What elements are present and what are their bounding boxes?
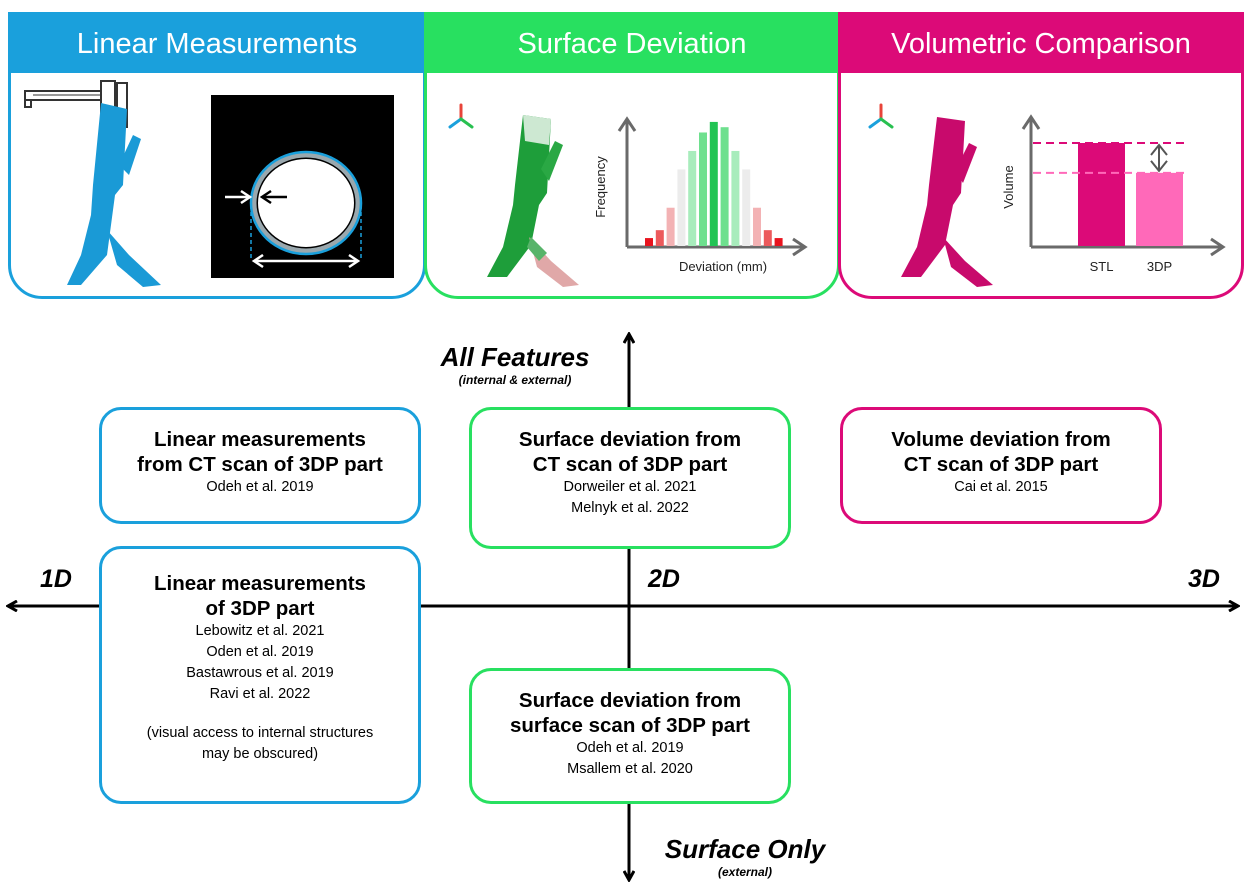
histogram-bar (774, 238, 783, 246)
linear-illustration (24, 80, 394, 287)
citation: Lebowitz et al. 2021 (195, 623, 325, 639)
histogram-bar (699, 132, 707, 246)
volume-bar-stl (1078, 143, 1125, 246)
axis-label-2d: 2D (648, 565, 680, 593)
panel-volumetric-comparison: Volumetric Comparison STL 3DP Volume (838, 12, 1244, 299)
histogram-bar (677, 169, 686, 246)
vessel-model-blue (67, 103, 161, 287)
histogram-bar (645, 238, 653, 246)
citation: Melnyk et al. 2022 (571, 500, 689, 516)
xyz-axes-icon (868, 103, 894, 129)
citation: Odeh et al. 2019 (206, 479, 314, 495)
axis-label-all-features: All Features (internal & external) (440, 342, 590, 387)
panel-surface-deviation: Surface Deviation Frequency Deviation (m… (424, 12, 840, 299)
box-linear-ct: Linear measurements from CT scan of 3DP … (99, 407, 421, 524)
box-surface-scan: Surface deviation from surface scan of 3… (469, 668, 791, 804)
histogram-bar (666, 207, 675, 246)
citation: Bastawrous et al. 2019 (186, 665, 334, 681)
histogram-bar (742, 169, 751, 246)
box-surface-ct: Surface deviation from CT scan of 3DP pa… (469, 407, 791, 549)
vessel-model-magenta (901, 117, 993, 287)
note-line: may be obscured) (201, 746, 319, 762)
histogram-bar (688, 150, 697, 246)
axis-label-surface-only: Surface Only (external) (664, 834, 826, 879)
panel-title: Surface Deviation (427, 15, 837, 73)
volume-difference-arrow (1150, 143, 1168, 173)
panel-title: Volumetric Comparison (841, 15, 1241, 73)
volume-bar-label: 3DP (1147, 259, 1172, 274)
histogram-bar (709, 121, 718, 246)
histogram-bar (655, 230, 664, 246)
panel-linear-measurements: Linear Measurements (8, 12, 426, 299)
volume-bar-label: STL (1090, 259, 1114, 274)
volume-ylabel: Volume (1001, 165, 1016, 208)
panel-title: Linear Measurements (11, 15, 423, 73)
histogram-xlabel: Deviation (mm) (679, 259, 767, 274)
histogram-axes (617, 116, 808, 257)
note-line: (visual access to internal structures (146, 725, 374, 741)
volume-bars: STL 3DP (1033, 142, 1187, 274)
citation: Msallem et al. 2020 (567, 761, 693, 777)
volume-illustration: STL 3DP Volume (868, 103, 1226, 287)
volume-chart-axes (1021, 114, 1226, 257)
histogram-bar (763, 230, 772, 246)
vessel-model-green (487, 115, 579, 287)
citation: Oden et al. 2019 (206, 644, 314, 660)
surface-illustration: Frequency Deviation (mm) (448, 103, 808, 287)
axis-label-3d: 3D (1188, 565, 1220, 593)
histogram-bar (720, 127, 729, 246)
citation: Cai et al. 2015 (954, 479, 1048, 495)
citation: Odeh et al. 2019 (576, 740, 684, 756)
histogram-bar (753, 207, 761, 246)
box-volume-ct: Volume deviation from CT scan of 3DP par… (840, 407, 1162, 524)
volume-bar-3dp (1136, 172, 1183, 246)
citation: Dorweiler et al. 2021 (563, 479, 697, 495)
histogram-bars (645, 121, 783, 246)
axis-label-1d: 1D (40, 565, 72, 593)
box-linear-part: Linear measurements of 3DP part Lebowitz… (99, 546, 421, 804)
citation: Ravi et al. 2022 (209, 686, 311, 702)
xyz-axes-icon (448, 103, 474, 129)
histogram-bar (731, 150, 740, 246)
histogram-ylabel: Frequency (593, 156, 608, 218)
